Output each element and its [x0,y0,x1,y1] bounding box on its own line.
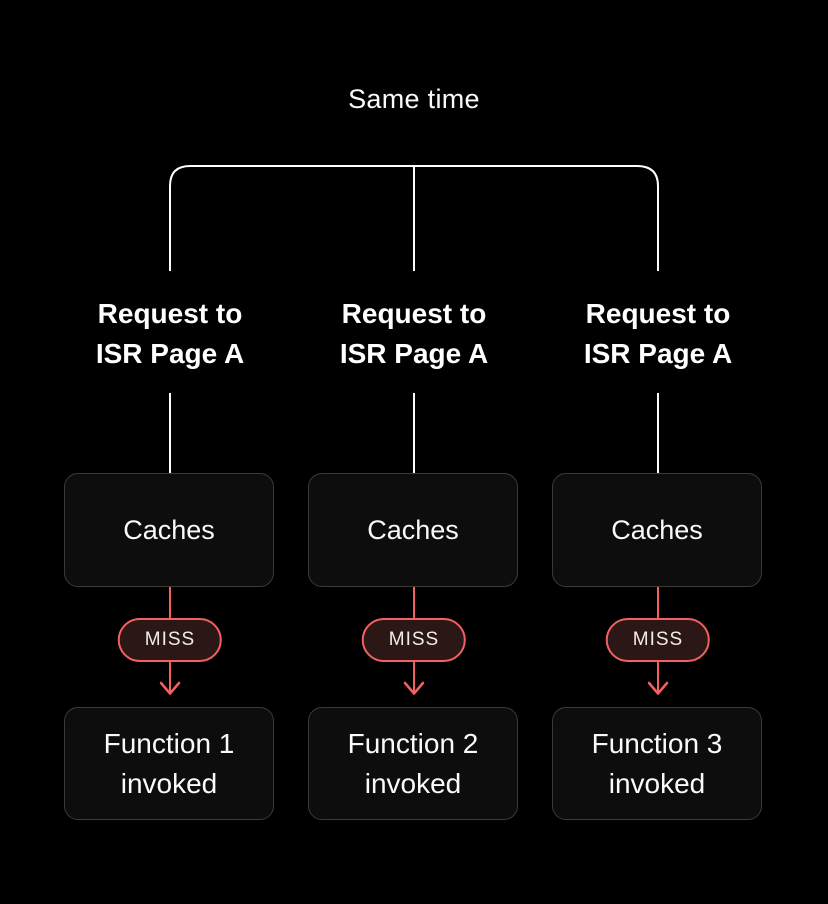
request-to-cache-connector [413,393,415,473]
caches-label: Caches [123,514,215,545]
request-label-line1: Request to [341,298,487,329]
request-to-cache-connector [169,393,171,473]
function-label-line2: invoked [608,767,706,799]
caches-node: Caches [552,473,762,587]
request-label-line2: ISR Page A [339,338,489,369]
caches-label: Caches [611,514,703,545]
function-label-line2: invoked [120,767,218,799]
request-label-line2: ISR Page A [583,338,733,369]
request-column-2: Request to ISR Page A Caches MISS Functi… [308,0,520,904]
miss-badge: MISS [361,618,467,662]
request-to-cache-connector [657,393,659,473]
arrow-down-icon [647,681,669,695]
function-invoked-node: Function 2 invoked [308,707,518,820]
caches-node: Caches [308,473,518,587]
request-label: Request to ISR Page A [552,294,764,374]
miss-badge: MISS [117,618,223,662]
request-column-1: Request to ISR Page A Caches MISS Functi… [64,0,276,904]
function-label-line2: invoked [364,767,462,799]
caches-node: Caches [64,473,274,587]
arrow-down-icon [403,681,425,695]
request-label: Request to ISR Page A [64,294,276,374]
function-label-line1: Function 3 [591,727,723,759]
request-label-line1: Request to [585,298,731,329]
function-label-line1: Function 2 [347,727,479,759]
request-label-line2: ISR Page A [95,338,245,369]
request-label: Request to ISR Page A [308,294,520,374]
function-label-line1: Function 1 [103,727,235,759]
arrow-down-icon [159,681,181,695]
function-invoked-node: Function 1 invoked [64,707,274,820]
request-label-line1: Request to [97,298,243,329]
same-time-label: Same time [348,84,480,114]
function-invoked-node: Function 3 invoked [552,707,762,820]
miss-badge: MISS [605,618,711,662]
request-column-3: Request to ISR Page A Caches MISS Functi… [552,0,764,904]
caches-label: Caches [367,514,459,545]
